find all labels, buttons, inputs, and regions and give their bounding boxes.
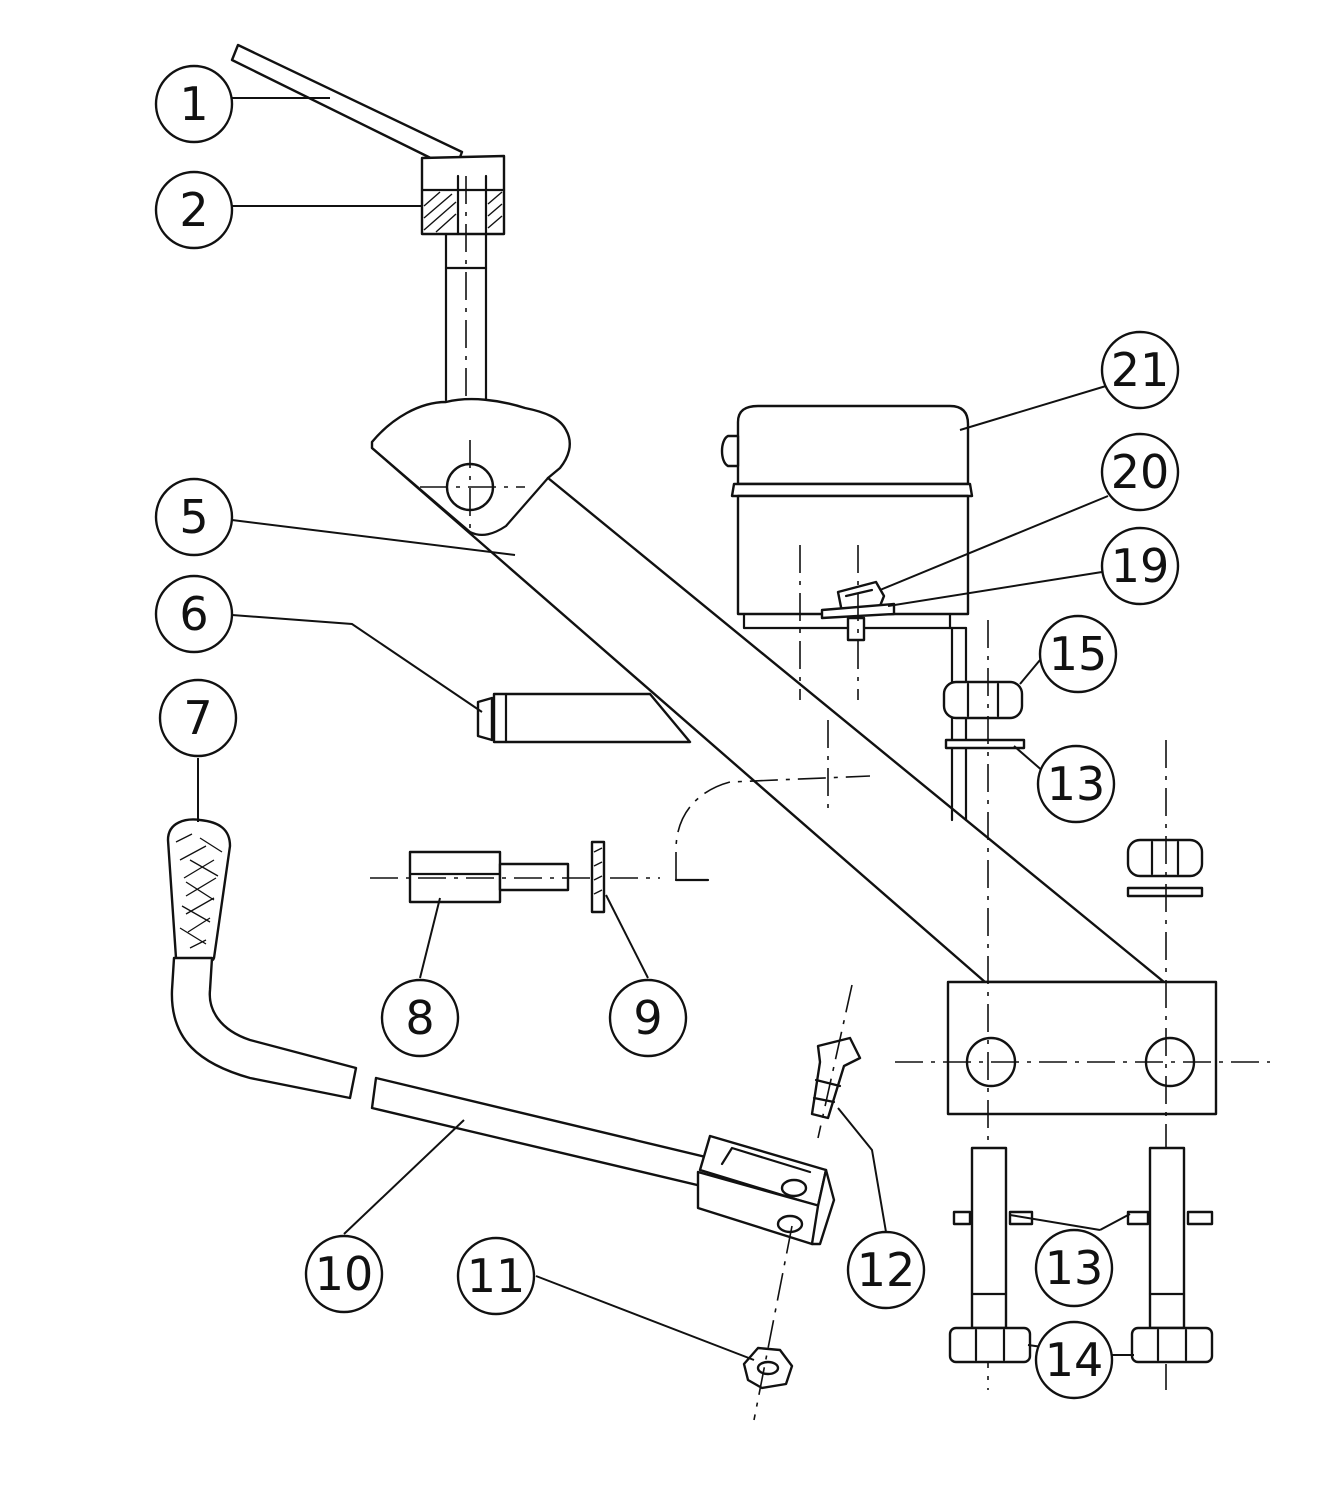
part-5-arm <box>370 397 1166 984</box>
callout-20: 20 <box>1100 432 1180 512</box>
part-13-washer-upper <box>944 738 1026 750</box>
part-6-pin <box>476 692 692 744</box>
part-9-clip <box>590 840 606 914</box>
clevis-nut-centerline <box>753 1225 793 1421</box>
callout-6: 6 <box>154 574 234 654</box>
callout-14: 14 <box>1034 1320 1114 1400</box>
svg-text:11: 11 <box>467 1249 526 1303</box>
callout-11: 11 <box>456 1236 536 1316</box>
svg-text:2: 2 <box>179 183 208 237</box>
hub-hatching <box>423 191 503 233</box>
callout-5: 5 <box>154 477 234 557</box>
svg-text:7: 7 <box>183 691 212 745</box>
svg-text:6: 6 <box>179 587 208 641</box>
part-15-nut <box>942 680 1024 720</box>
svg-text:9: 9 <box>633 991 662 1045</box>
svg-text:13: 13 <box>1045 1241 1104 1295</box>
svg-text:8: 8 <box>405 991 434 1045</box>
svg-text:21: 21 <box>1111 343 1170 397</box>
part-8-collar <box>408 850 570 904</box>
part-21-tank <box>720 404 974 822</box>
right-washer <box>1126 886 1204 898</box>
part-1-lever-rod <box>230 43 464 172</box>
clevis <box>696 1134 836 1246</box>
callout-19: 19 <box>1100 526 1180 606</box>
bolt-12-centerline <box>817 984 853 1139</box>
callout-1: 1 <box>154 64 234 144</box>
callout-7: 7 <box>158 678 238 758</box>
part-14-bolt-right <box>1130 1146 1214 1364</box>
callout-13-upper: 13 <box>1036 744 1116 824</box>
svg-text:10: 10 <box>315 1247 374 1301</box>
callout-8: 8 <box>380 978 460 1058</box>
assembly-path <box>675 775 871 880</box>
part-2-hub <box>420 154 506 236</box>
callout-9: 9 <box>608 978 688 1058</box>
svg-text:5: 5 <box>179 490 208 544</box>
mounting-plate <box>895 980 1270 1116</box>
callout-12: 12 <box>846 1230 926 1310</box>
leader-lines <box>197 97 1134 1361</box>
svg-text:1: 1 <box>179 77 208 131</box>
part-7-knob <box>166 818 232 966</box>
callout-21: 21 <box>1100 330 1180 410</box>
right-nut <box>1126 838 1204 878</box>
callout-2: 2 <box>154 170 234 250</box>
part-14-bolt-left <box>948 1146 1032 1364</box>
svg-text:20: 20 <box>1111 445 1170 499</box>
svg-text:12: 12 <box>857 1243 916 1297</box>
svg-text:15: 15 <box>1049 627 1108 681</box>
vertical-shaft <box>444 176 488 402</box>
part-12-bolt <box>810 1036 862 1120</box>
callout-10: 10 <box>304 1234 384 1314</box>
callout-15: 15 <box>1038 614 1118 694</box>
svg-text:19: 19 <box>1111 539 1170 593</box>
svg-text:14: 14 <box>1045 1333 1104 1387</box>
callout-13-lower: 13 <box>1034 1228 1114 1308</box>
part-11-nut <box>742 1346 794 1390</box>
svg-text:13: 13 <box>1047 757 1106 811</box>
